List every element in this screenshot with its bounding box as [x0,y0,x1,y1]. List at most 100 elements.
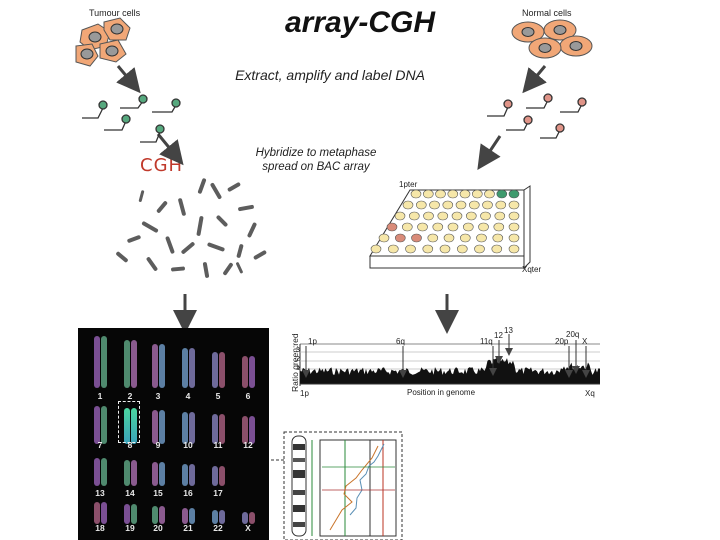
array-well [422,189,434,199]
chromosome [131,408,137,444]
marker-20p: 20p [555,337,569,346]
array-well [508,233,520,243]
zoom-inset [266,431,403,540]
ytick-2: 2 [296,356,300,363]
hybridize-line-2: spread on BAC array [262,161,370,173]
array-well [386,222,398,232]
chromosome-label: 6 [245,391,251,401]
chromosome [101,458,107,486]
chromosome-label: 5 [215,391,221,401]
array-well [480,211,491,221]
array-well [496,189,508,199]
array-well [474,244,485,254]
chromosome-label: 17 [213,488,223,498]
chromosome [159,506,165,524]
array-well [402,200,414,210]
array-well [394,211,406,221]
chromosome [152,506,158,524]
chromosome-label: X [245,523,251,533]
chromosome [159,410,165,444]
chromosome [249,356,255,388]
chromosome [159,344,165,388]
marker-11q: 11q [480,337,493,346]
array-well [493,222,505,232]
chromosome-label: 18 [95,523,105,533]
hybridize-label: Hybridize to metaphase spread on BAC arr… [236,146,396,174]
array-well [417,222,428,232]
chromosome [182,348,188,388]
ytick-3: 3 [296,347,300,354]
chromosome-label: 4 [185,391,191,401]
chromosome [101,502,107,524]
array-well [387,244,399,254]
array-top-label: 1pter [399,180,418,189]
array-well [443,233,455,243]
marker-12: 12 [494,331,503,340]
array-well [495,200,507,210]
chromosome [182,508,188,524]
chromosome [189,464,195,486]
array-well [423,211,434,221]
chromosome [249,512,255,524]
array-well [408,211,420,221]
chromosome-label: 1 [97,391,103,401]
chromosome [159,462,165,486]
chromosome [212,414,218,444]
red-dna-fragments [487,93,587,139]
array-bottom-label: Xqter [522,265,542,274]
chromosome [152,344,158,388]
chromosome [94,502,100,524]
array-well [415,200,427,210]
array-well [478,222,489,232]
ratio-plot [299,334,600,386]
chromosome-label: 13 [95,488,105,498]
chromosome [101,336,107,388]
array-well [476,233,487,243]
array-well [508,244,520,254]
array-well [435,189,446,199]
array-well [405,244,416,254]
array-well [455,200,467,210]
hybridize-line-1: Hybridize to metaphase [255,147,377,159]
chromosome-label: 9 [155,440,161,450]
array-well [508,222,520,232]
chromosome [94,336,100,388]
array-well [508,189,520,199]
normal-cells [511,19,593,59]
array-well [378,233,390,243]
marker-1p: 1p [308,337,317,346]
arrow-tumour-down [116,65,141,94]
array-well [508,211,520,221]
array-well [471,189,483,199]
array-well [494,211,506,221]
chromosome-label: 2 [127,391,133,401]
chromosome [219,466,225,486]
marker-X: X [582,337,588,346]
chromosome [152,462,158,486]
normal-cells-label: Normal cells [522,8,572,18]
chromosome-label: 15 [153,488,163,498]
plot-x-end: Xq [585,389,595,398]
ytick-1: 1 [296,365,300,372]
marker-20q: 20q [566,330,580,339]
chromosome [219,510,225,524]
array-well [394,233,406,243]
array-well [427,233,439,243]
array-well [410,189,422,199]
array-well [422,244,434,254]
chromosome [182,412,188,444]
chromosome [124,504,130,524]
chromosome-label: 10 [183,440,193,450]
chromosome [101,406,107,444]
chromosome [94,406,100,444]
array-well [462,222,474,232]
chromosome [131,340,137,388]
bac-array [369,185,531,270]
array-well [447,189,459,199]
chromosome [219,414,225,444]
chromosome-label: 11 [213,440,223,450]
array-well [411,233,422,243]
chromosome [94,458,100,486]
